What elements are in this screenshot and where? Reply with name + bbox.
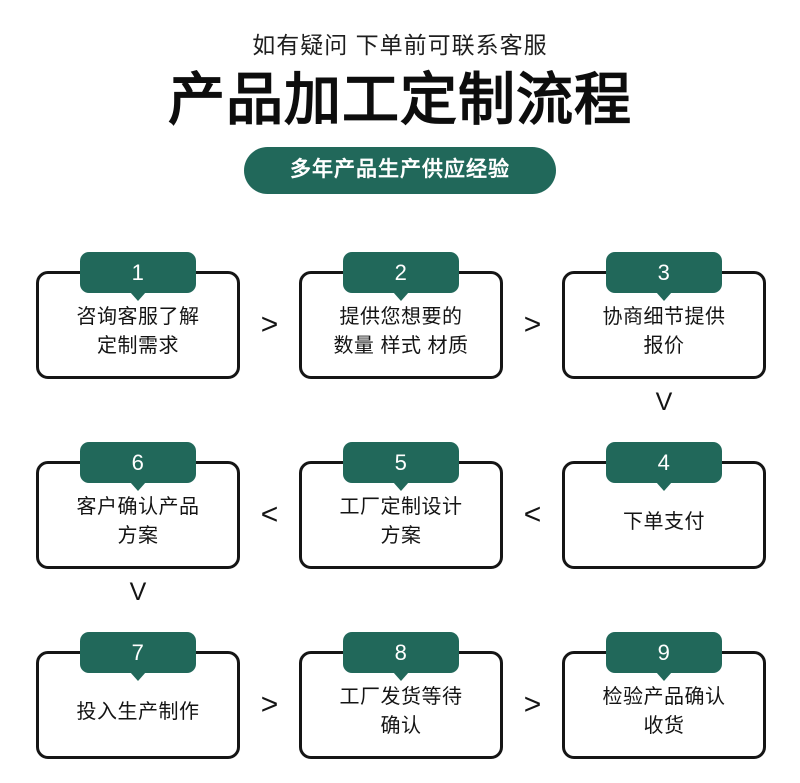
step-label: 协商细节提供 报价 — [602, 306, 726, 357]
flow-step-6[interactable]: 6 客户确认产品 方案 — [36, 442, 240, 569]
page-header: 如有疑问 下单前可联系客服 产品加工定制流程 多年产品生产供应经验 — [0, 0, 800, 194]
step-number-badge: 1 — [80, 252, 196, 293]
flow-step-2[interactable]: 2 提供您想要的 数量 样式 材质 — [299, 252, 503, 379]
step-number: 1 — [131, 259, 145, 285]
step-number: 3 — [657, 259, 671, 285]
step-number-badge: 2 — [343, 252, 459, 293]
flow-row-1: 1 咨询客服了解 定制需求 > 2 提供您想要的 数量 样式 材质 > 3 协商… — [0, 243, 800, 433]
step-number-badge: 6 — [80, 442, 196, 483]
flow-step-4[interactable]: 4 下单支付 — [562, 442, 766, 569]
chevron-right-icon: > — [260, 308, 279, 341]
flow-row-3: 7 投入生产制作 > 8 工厂发货等待 确认 > 9 检验产品确认 收货 — [0, 623, 800, 783]
step-number: 2 — [394, 259, 408, 285]
chevron-right-icon: > — [260, 688, 279, 721]
chevron-left-icon: < — [260, 498, 279, 531]
step-number: 9 — [657, 639, 671, 665]
chevron-left-icon: < — [523, 498, 542, 531]
flow-step-9[interactable]: 9 检验产品确认 收货 — [562, 632, 766, 759]
step-label: 提供您想要的 数量 样式 材质 — [333, 306, 469, 357]
banner-wrapper: 多年产品生产供应经验 — [0, 146, 800, 194]
step-label: 下单支付 — [623, 510, 705, 533]
step-number: 4 — [657, 449, 671, 475]
chevron-down-icon: V — [129, 577, 147, 606]
step-number-badge: 3 — [606, 252, 722, 293]
process-flow-diagram: 1 咨询客服了解 定制需求 > 2 提供您想要的 数量 样式 材质 > 3 协商… — [0, 243, 800, 783]
step-number-badge: 8 — [343, 632, 459, 673]
chevron-down-icon: V — [655, 387, 673, 416]
flow-row-2: 6 客户确认产品 方案 < 5 工厂定制设计 方案 < 4 下单支付 V — [0, 433, 800, 623]
experience-banner: 多年产品生产供应经验 — [244, 146, 556, 194]
step-number-badge: 9 — [606, 632, 722, 673]
step-label: 咨询客服了解 定制需求 — [76, 306, 200, 357]
step-number: 5 — [394, 449, 408, 475]
step-number: 7 — [131, 639, 145, 665]
page-title: 产品加工定制流程 — [168, 68, 632, 132]
step-label: 工厂定制设计 方案 — [339, 496, 463, 547]
step-number-badge: 5 — [343, 442, 459, 483]
step-label: 工厂发货等待 确认 — [339, 686, 463, 737]
step-label: 投入生产制作 — [76, 700, 200, 723]
page-subtitle: 如有疑问 下单前可联系客服 — [252, 32, 548, 58]
flow-step-3[interactable]: 3 协商细节提供 报价 — [562, 252, 766, 379]
step-number-badge: 7 — [80, 632, 196, 673]
step-number-badge: 4 — [606, 442, 722, 483]
chevron-right-icon: > — [523, 308, 542, 341]
flow-step-8[interactable]: 8 工厂发货等待 确认 — [299, 632, 503, 759]
step-label: 检验产品确认 收货 — [602, 686, 726, 737]
flow-step-1[interactable]: 1 咨询客服了解 定制需求 — [36, 252, 240, 379]
flow-step-5[interactable]: 5 工厂定制设计 方案 — [299, 442, 503, 569]
step-number: 8 — [394, 639, 408, 665]
flow-step-7[interactable]: 7 投入生产制作 — [36, 632, 240, 759]
step-label: 客户确认产品 方案 — [76, 496, 200, 547]
step-number: 6 — [131, 449, 145, 475]
chevron-right-icon: > — [523, 688, 542, 721]
